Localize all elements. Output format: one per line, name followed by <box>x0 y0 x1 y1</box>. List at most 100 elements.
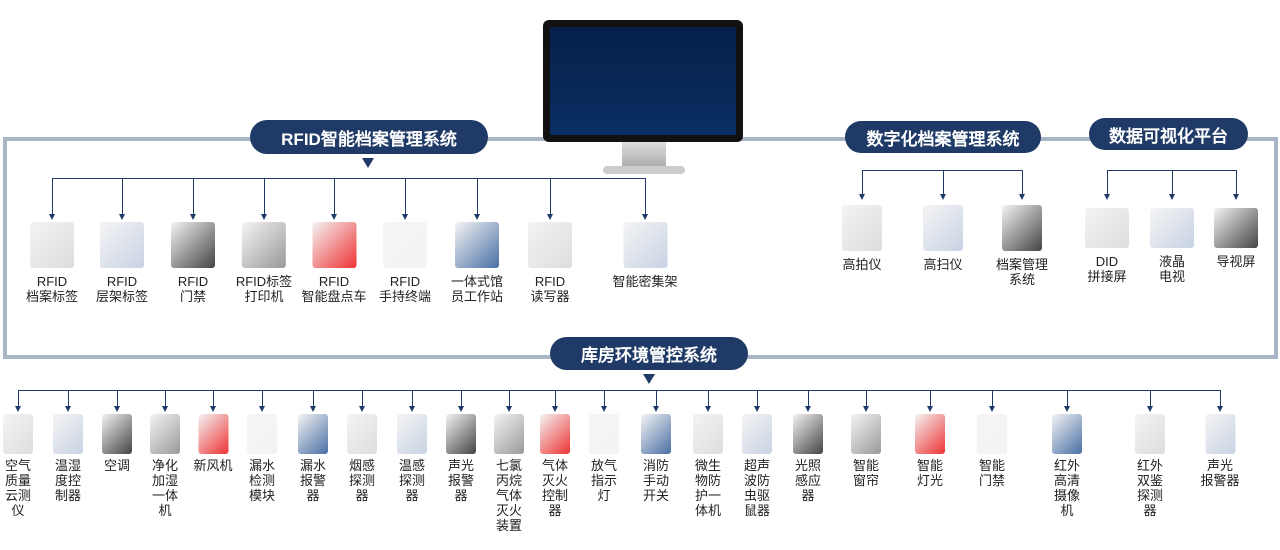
arrow-down-icon <box>805 406 811 412</box>
arrow-down-icon <box>359 406 365 412</box>
arrow-down-icon <box>65 406 71 412</box>
frame-left <box>3 137 7 359</box>
env-item: 空气 质量 云测 仪 <box>3 414 33 518</box>
video-wall-icon <box>1085 208 1129 248</box>
smart-light-icon <box>915 414 945 454</box>
arrow-down-icon <box>114 406 120 412</box>
connector-drop <box>862 170 863 194</box>
digital-item: 档案管理 系统 <box>996 205 1048 287</box>
connector-drop <box>1067 390 1068 406</box>
connector-drop <box>509 390 510 406</box>
indicator-light-icon <box>589 414 619 454</box>
rfid-item: RFID 手持终端 <box>379 222 431 304</box>
connector-drop <box>866 390 867 406</box>
light-sensor-icon <box>793 414 823 454</box>
env-item-label: 智能 窗帘 <box>852 458 879 488</box>
connector-drop <box>193 178 194 214</box>
connector-drop <box>213 390 214 406</box>
alarm-icon <box>446 414 476 454</box>
env-item: 新风机 <box>193 414 233 473</box>
ultrasonic-repeller-icon <box>742 414 772 454</box>
rfid-item-label: RFID 智能盘点车 <box>301 274 367 304</box>
manual-switch-icon <box>641 414 671 454</box>
tv-icon <box>1150 208 1194 248</box>
arrow-down-icon <box>190 214 196 220</box>
arrow-down-icon <box>402 214 408 220</box>
digital-item-label: 高扫仪 <box>923 257 963 272</box>
reader-icon <box>528 222 572 268</box>
visual-item-label: 导视屏 <box>1216 254 1256 269</box>
connector-drop <box>943 170 944 194</box>
connector-drop <box>117 390 118 406</box>
digital-item: 高拍仪 <box>842 205 882 272</box>
env-item-label: 温湿 度控 制器 <box>54 458 81 503</box>
smoke-detector-icon <box>347 414 377 454</box>
env-item-label: 烟感 探测 器 <box>348 458 375 503</box>
env-item-label: 漏水 报警 器 <box>299 458 326 503</box>
rfid-item-label: 一体式馆 员工作站 <box>450 274 504 304</box>
purifier-icon <box>150 414 180 454</box>
arrow-down-icon <box>601 406 607 412</box>
arrow-down-icon <box>754 406 760 412</box>
env-item: 智能 门禁 <box>977 414 1007 488</box>
connector-drop <box>461 390 462 406</box>
leak-alarm-icon <box>298 414 328 454</box>
env-item-label: 红外 双鉴 探测 器 <box>1136 458 1163 518</box>
env-system-title: 库房环境管控系统 <box>550 337 748 370</box>
air-conditioner-icon <box>102 414 132 454</box>
rfid-item-label: 智能密集架 <box>612 274 678 289</box>
rfid-item: RFID 智能盘点车 <box>301 222 367 304</box>
arrow-down-icon <box>1147 406 1153 412</box>
monitor-base <box>603 166 685 174</box>
controller-icon <box>53 414 83 454</box>
env-item-label: 净化 加湿 一体 机 <box>151 458 178 518</box>
connector-drop <box>757 390 758 406</box>
inventory-cart-icon <box>311 222 356 268</box>
connector-drop <box>1172 170 1173 194</box>
connector-drop <box>313 390 314 406</box>
connector-drop <box>52 178 53 214</box>
arrow-down-icon <box>409 406 415 412</box>
connector-drop <box>262 390 263 406</box>
compact-shelving-icon <box>622 222 667 268</box>
arrow-down-icon <box>643 374 655 384</box>
arrow-down-icon <box>863 406 869 412</box>
connector-drop <box>477 178 478 214</box>
env-item: 消防 手动 开关 <box>641 414 671 503</box>
rfid-item-label: RFID 手持终端 <box>378 274 432 304</box>
digital-system-title: 数字化档案管理系统 <box>845 121 1041 153</box>
rfid-item: RFID 层架标签 <box>96 222 148 304</box>
arrow-down-icon <box>1233 194 1239 200</box>
arrow-down-icon <box>458 406 464 412</box>
env-item-label: 微生 物防 护一 体机 <box>694 458 721 518</box>
rfid-item-label: RFID 层架标签 <box>95 274 149 304</box>
connector-drop <box>708 390 709 406</box>
env-connector-line <box>18 390 1220 391</box>
handheld-terminal-icon <box>382 222 427 268</box>
workstation-icon <box>454 222 499 268</box>
connector-drop <box>555 390 556 406</box>
arrow-down-icon <box>331 214 337 220</box>
env-item: 温感 探测 器 <box>397 414 427 503</box>
env-item-label: 消防 手动 开关 <box>642 458 669 503</box>
connector-drop <box>334 178 335 214</box>
connector-drop <box>122 178 123 214</box>
arrow-down-icon <box>15 406 21 412</box>
digital-connector-line <box>862 170 1022 171</box>
arrow-down-icon <box>119 214 125 220</box>
arrow-down-icon <box>653 406 659 412</box>
env-item: 净化 加湿 一体 机 <box>150 414 180 518</box>
env-item-label: 声光 报警 器 <box>447 458 474 503</box>
env-item: 红外 双鉴 探测 器 <box>1135 414 1165 518</box>
label-roll-icon <box>29 222 74 268</box>
visual-item: DID 拼接屏 <box>1085 208 1129 284</box>
rfid-system-title: RFID智能档案管理系统 <box>250 120 488 154</box>
env-item: 声光 报警器 <box>1200 414 1240 488</box>
microbe-protector-icon <box>693 414 723 454</box>
connector-drop <box>930 390 931 406</box>
connector-drop <box>656 390 657 406</box>
arrow-down-icon <box>1217 406 1223 412</box>
env-item: 温湿 度控 制器 <box>53 414 83 503</box>
rfid-item-label: RFID 读写器 <box>530 274 570 304</box>
